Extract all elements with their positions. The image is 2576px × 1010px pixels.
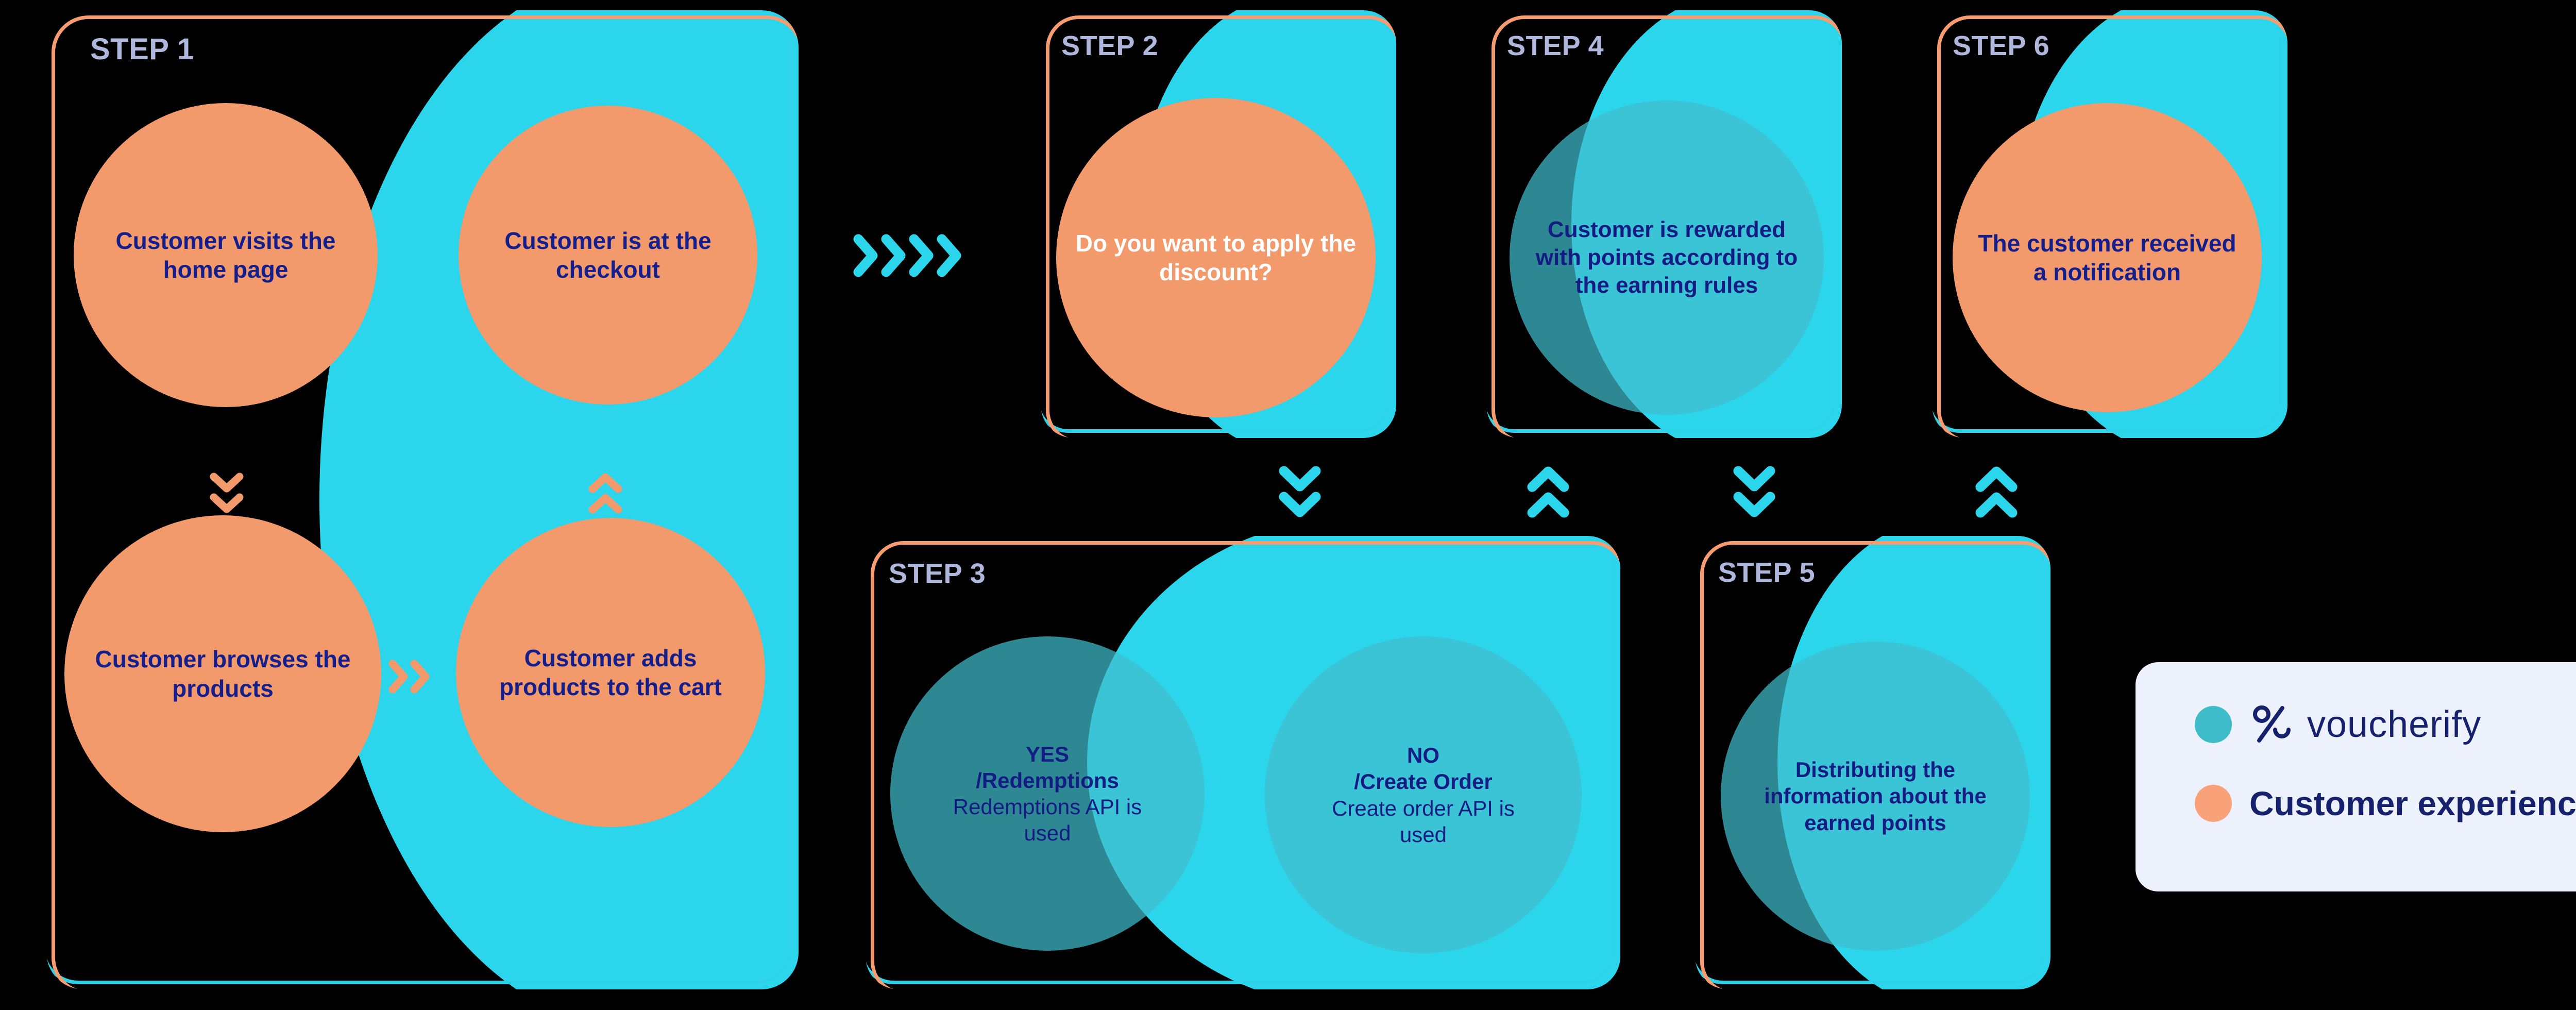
connector-step1-up — [587, 472, 623, 516]
bubble-text: The customer received a notification — [1978, 229, 2236, 285]
legend-dot-customer-experience — [2195, 785, 2232, 822]
bubble-text: Distributing the information about the e… — [1764, 758, 1987, 835]
step-2-label: STEP 2 — [1061, 30, 1159, 61]
legend-dot-voucherify — [2195, 706, 2232, 743]
connector-step1-right — [386, 659, 432, 695]
bubble-customer-adds-to-cart: Customer adds products to the cart — [456, 518, 765, 827]
chevron-up-icon — [588, 473, 622, 493]
step-5-label: STEP 5 — [1718, 557, 1816, 588]
legend-item-customer-experience: Customer experience — [2195, 784, 2576, 823]
bubble-sub: Redemptions API is used — [953, 795, 1142, 846]
chevron-down-icon — [210, 473, 244, 493]
bubble-yes-redemptions: YES/Redemptions Redemptions API is used — [890, 636, 1205, 951]
voucherify-logo: voucherify — [2249, 702, 2481, 747]
connector-step5-to-step6 — [1973, 464, 2020, 520]
bubble-sub: Create order API is used — [1332, 796, 1515, 847]
chevron-right-icon — [853, 234, 878, 277]
bubble-text: Customer is at the checkout — [504, 227, 711, 283]
step-3-label: STEP 3 — [889, 558, 986, 589]
bubble-no-create-order: NO/Create Order Create order API is used — [1265, 636, 1582, 953]
bubble-lead: NO/Create Order — [1354, 743, 1493, 794]
chevron-right-icon — [410, 660, 430, 694]
percent-icon — [2253, 705, 2291, 743]
bubble-customer-at-checkout: Customer is at the checkout — [459, 106, 757, 405]
chevron-up-icon — [1975, 466, 2018, 492]
legend-label-customer-experience: Customer experience — [2249, 784, 2576, 822]
chevron-right-icon — [937, 234, 961, 277]
bubble-apply-discount-question: Do you want to apply the discount? — [1056, 98, 1376, 417]
step-6-label: STEP 6 — [1953, 30, 2050, 61]
chevron-down-icon — [1733, 466, 1775, 492]
bubble-text: Customer is rewarded with points accordi… — [1535, 217, 1798, 298]
bubble-customer-received-notification: The customer received a notification — [1953, 103, 2262, 412]
chevron-right-icon — [881, 234, 906, 277]
bubble-text: Customer adds products to the cart — [499, 644, 722, 700]
connector-step2-to-step3 — [1277, 464, 1323, 520]
connector-step4-to-step5 — [1731, 464, 1777, 520]
chevron-up-icon — [588, 494, 622, 514]
step-1-label: STEP 1 — [90, 32, 194, 66]
chevron-down-icon — [1279, 492, 1321, 517]
chevron-right-icon — [909, 234, 934, 277]
chevron-up-icon — [1527, 466, 1569, 492]
connector-step1-to-step2 — [850, 232, 964, 279]
legend-item-voucherify: voucherify — [2195, 702, 2576, 747]
chevron-down-icon — [1733, 492, 1775, 517]
chevron-down-icon — [1279, 466, 1321, 492]
bubble-text: Do you want to apply the discount? — [1075, 229, 1357, 285]
chevron-up-icon — [1975, 492, 2018, 518]
bubble-text: YES/Redemptions Redemptions API is used — [908, 741, 1187, 847]
bubble-customer-browses-products: Customer browses the products — [64, 515, 381, 832]
bubble-text: NO/Create Order Create order API is used — [1286, 742, 1560, 848]
bubble-customer-visits-home: Customer visits the home page — [74, 103, 378, 407]
chevron-right-icon — [388, 660, 408, 694]
chevron-down-icon — [210, 493, 244, 513]
chevron-up-icon — [1527, 492, 1569, 518]
connector-step1-down — [209, 472, 245, 516]
bubble-text: Customer visits the home page — [115, 227, 336, 283]
connector-step3-to-step4 — [1525, 464, 1571, 520]
bubble-text: Customer browses the products — [95, 646, 351, 702]
voucherify-wordmark: voucherify — [2307, 704, 2482, 745]
bubble-customer-rewarded-points: Customer is rewarded with points accordi… — [1510, 100, 1824, 415]
legend-panel: voucherify Customer experience — [2136, 662, 2576, 891]
bubble-distributing-info: Distributing the information about the e… — [1721, 642, 2030, 951]
step-4-label: STEP 4 — [1507, 30, 1604, 61]
bubble-lead: YES/Redemptions — [976, 742, 1119, 793]
